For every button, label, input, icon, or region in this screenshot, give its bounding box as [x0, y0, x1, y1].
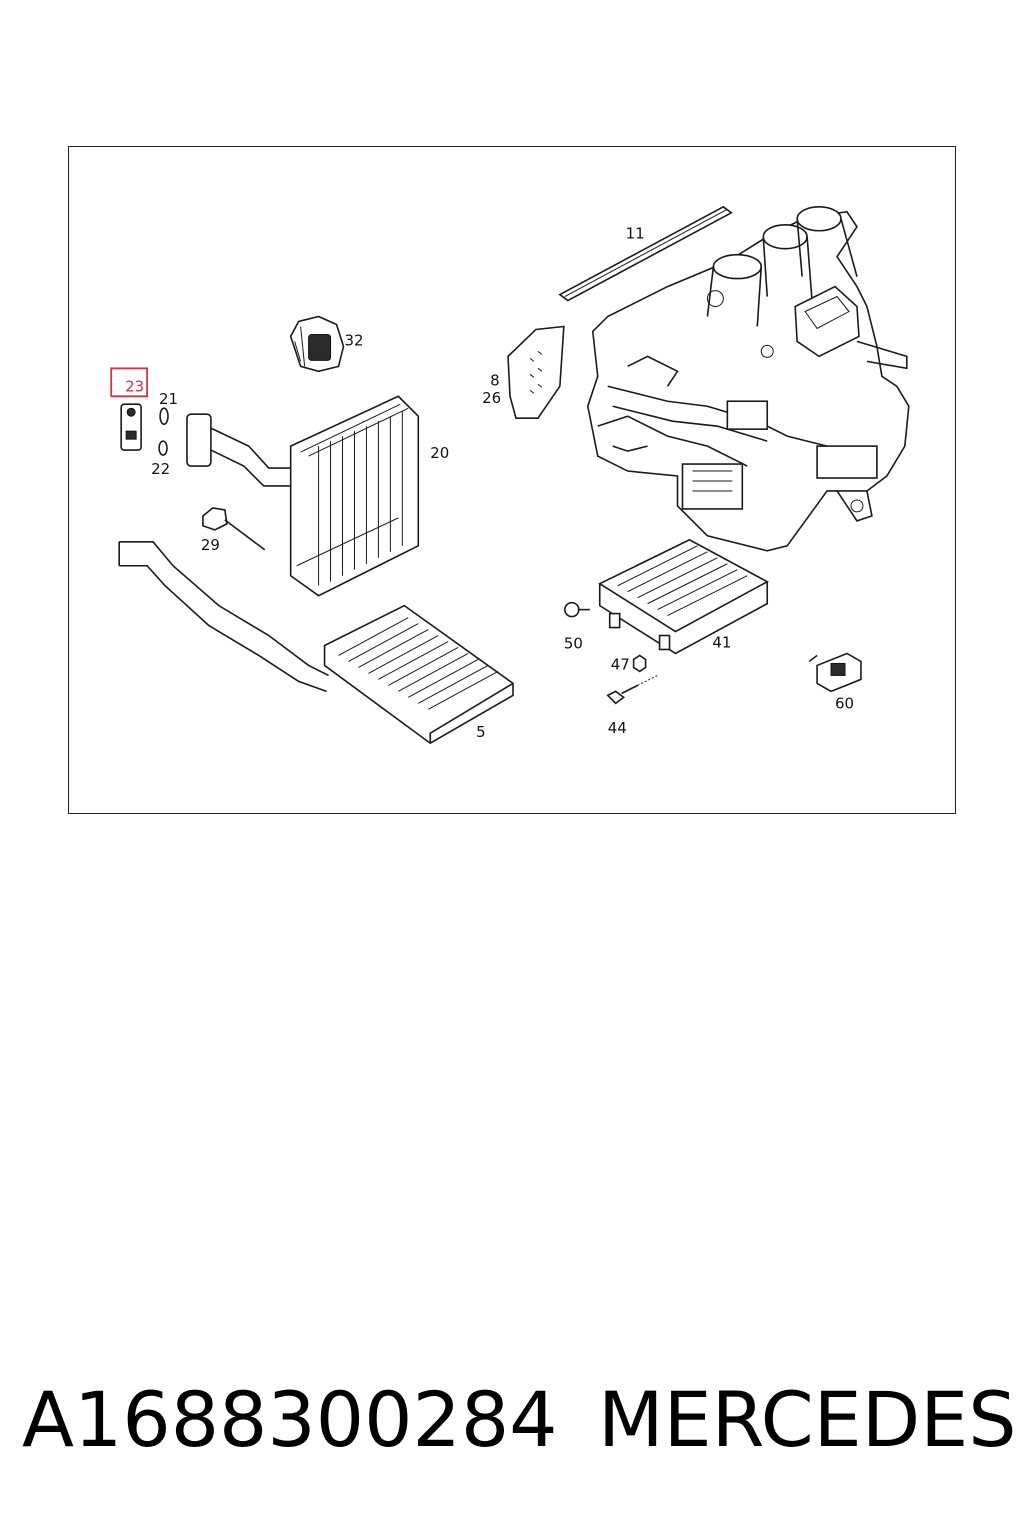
callout-8: 8 — [490, 371, 500, 389]
part-60-connector — [808, 652, 862, 693]
part-number: A1688300284 — [22, 1375, 558, 1464]
part-11-seal-strip — [558, 205, 733, 302]
callout-32: 32 — [345, 331, 364, 349]
parts-diagram-frame: 11 — [68, 146, 956, 814]
callout-47: 47 — [611, 655, 630, 673]
part-5-heater-core — [118, 541, 514, 745]
callout-23-highlight — [110, 367, 148, 398]
part-41-heating-element — [598, 538, 769, 655]
callout-11: 11 — [626, 225, 645, 243]
callout-21: 21 — [159, 390, 178, 408]
part-8-26-filter-plate — [507, 325, 565, 419]
part-21-o-ring — [159, 407, 169, 425]
callout-26: 26 — [482, 389, 501, 407]
callout-23: 23 — [125, 377, 144, 395]
hvac-housing — [586, 206, 910, 552]
callout-41: 41 — [712, 633, 731, 651]
callout-29: 29 — [201, 536, 220, 554]
part-29-temperature-sensor — [202, 507, 266, 551]
part-23-expansion-valve — [120, 403, 142, 451]
exploded-parts-diagram: 11 — [110, 205, 910, 745]
callout-50: 50 — [564, 634, 583, 652]
part-32-blower — [289, 315, 345, 373]
part-50-screw — [564, 601, 590, 618]
part-20-evaporator — [186, 395, 420, 597]
callout-44: 44 — [608, 719, 627, 737]
brand-name: MERCEDES — [598, 1375, 1017, 1464]
part-22-o-ring — [158, 440, 168, 456]
part-44-screw — [606, 674, 658, 705]
footer: A1688300284 MERCEDES — [0, 1370, 1024, 1470]
callout-20: 20 — [430, 444, 449, 462]
callout-60: 60 — [835, 694, 854, 712]
callout-22: 22 — [151, 460, 170, 478]
callout-5: 5 — [476, 723, 486, 741]
part-47-nut — [632, 654, 647, 673]
